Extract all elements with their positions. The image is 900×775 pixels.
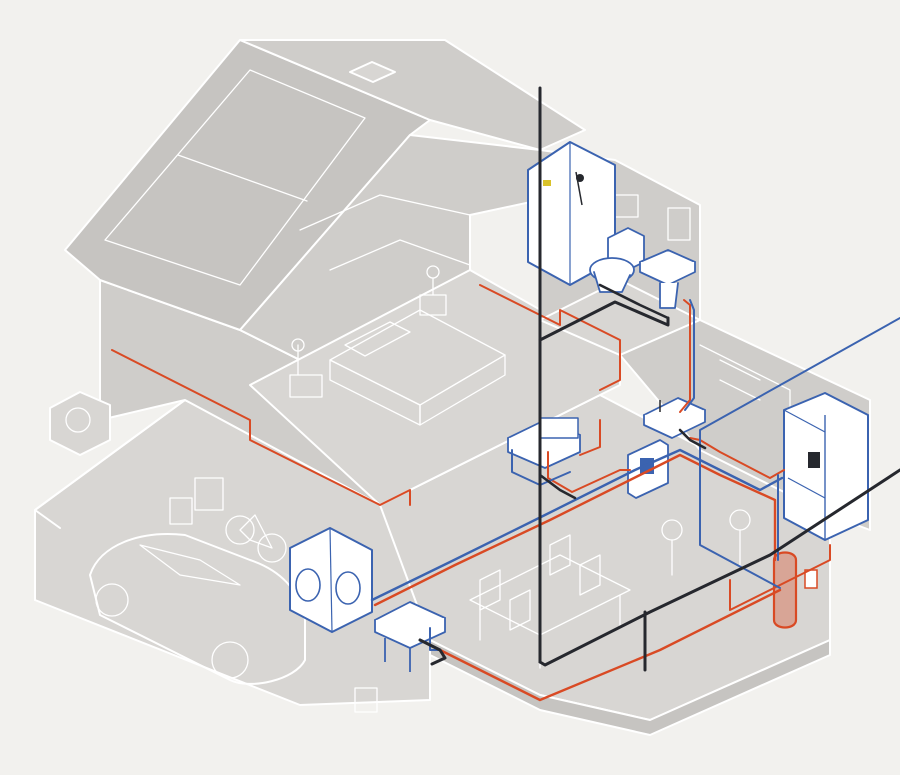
washer-icon (289, 527, 373, 633)
water-heater-icon (772, 551, 818, 629)
pipes (111, 86, 900, 702)
roof-gable (239, 39, 586, 151)
roof-vent (349, 61, 396, 83)
bed (329, 309, 506, 426)
ac-unit (49, 391, 111, 456)
utility-sink (374, 601, 446, 672)
bicycle (225, 514, 287, 563)
upstairs-sink (507, 417, 581, 469)
drain-vent-lines (418, 86, 900, 672)
foundation (429, 639, 831, 736)
house-structure (34, 39, 871, 736)
solar-panel (104, 69, 366, 286)
toilet-icon (589, 227, 645, 293)
fixtures (289, 141, 869, 672)
kitchen-sink (643, 397, 706, 439)
bathroom-sink (639, 249, 696, 309)
hot-water-lines (111, 284, 831, 702)
panel-icon (627, 439, 669, 499)
